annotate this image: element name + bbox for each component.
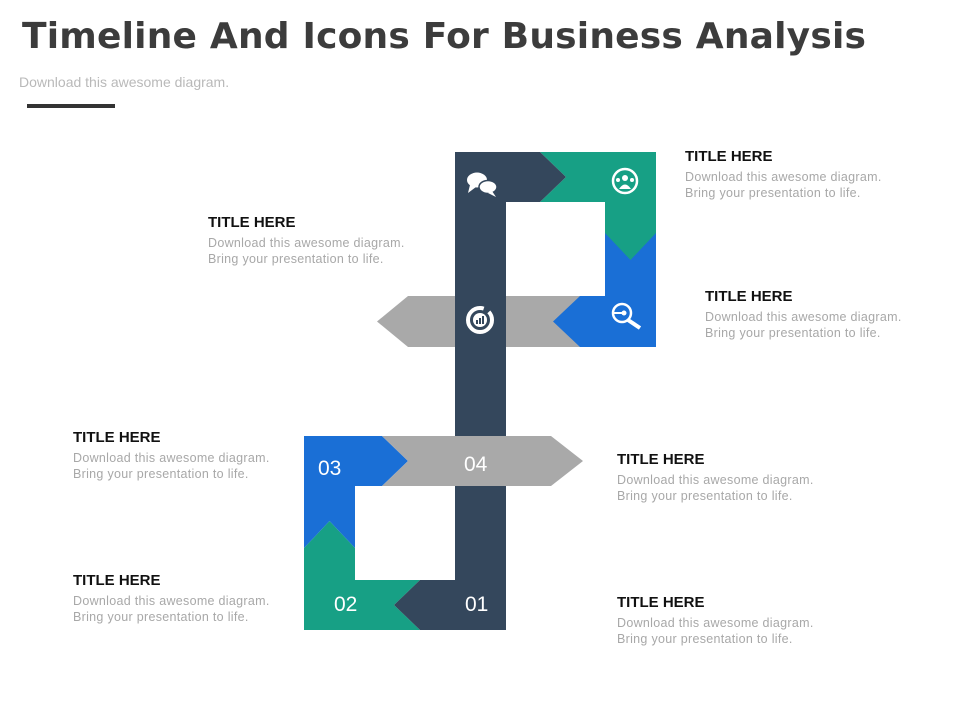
step-number-01: 01 xyxy=(465,593,488,616)
text-block-lower-right: TITLE HERE Download this awesome diagram… xyxy=(617,451,857,504)
block-line-2: Bring your presentation to life. xyxy=(617,489,793,503)
block-line-2: Bring your presentation to life. xyxy=(685,186,861,200)
block-line-1: Download this awesome diagram. xyxy=(617,473,814,487)
teal-arrow-upper xyxy=(540,152,656,260)
block-title: TITLE HERE xyxy=(685,148,773,165)
block-line-1: Download this awesome diagram. xyxy=(73,594,270,608)
block-line-2: Bring your presentation to life. xyxy=(208,252,384,266)
step-number-04: 04 xyxy=(464,453,488,476)
key-search-icon xyxy=(611,302,642,330)
text-block-bottom-left: TITLE HERE Download this awesome diagram… xyxy=(73,572,313,625)
block-line-1: Download this awesome diagram. xyxy=(73,451,270,465)
block-title: TITLE HERE xyxy=(73,429,161,446)
block-line-2: Bring your presentation to life. xyxy=(73,467,249,481)
blue-arrow-upper xyxy=(553,233,656,347)
text-block-top-right: TITLE HERE Download this awesome diagram… xyxy=(685,148,925,201)
block-title: TITLE HERE xyxy=(617,594,705,611)
page-title: Timeline And Icons For Business Analysis xyxy=(22,16,867,57)
block-title: TITLE HERE xyxy=(208,214,296,231)
block-line-1: Download this awesome diagram. xyxy=(208,236,405,250)
block-line-2: Bring your presentation to life. xyxy=(705,326,881,340)
title-underline xyxy=(27,104,115,108)
block-line-2: Bring your presentation to life. xyxy=(617,632,793,646)
gray-arrow-right xyxy=(382,436,583,486)
block-title: TITLE HERE xyxy=(705,288,793,305)
text-block-middle-right: TITLE HERE Download this awesome diagram… xyxy=(705,288,945,341)
chart-circle-icon xyxy=(466,306,494,334)
text-block-middle-left: TITLE HERE Download this awesome diagram… xyxy=(73,429,313,482)
step-number-02: 02 xyxy=(334,593,357,616)
block-line-1: Download this awesome diagram. xyxy=(617,616,814,630)
blue-arrow-lower xyxy=(304,436,408,548)
block-line-1: Download this awesome diagram. xyxy=(685,170,882,184)
page-subtitle: Download this awesome diagram. xyxy=(19,74,230,90)
step-number-03: 03 xyxy=(318,457,341,480)
block-line-2: Bring your presentation to life. xyxy=(73,610,249,624)
people-cycle-icon xyxy=(611,167,639,195)
text-block-bottom-right: TITLE HERE Download this awesome diagram… xyxy=(617,594,857,647)
text-block-upper-left: TITLE HERE Download this awesome diagram… xyxy=(208,214,448,267)
navy-timeline-bar xyxy=(394,152,566,630)
chat-bubbles-icon xyxy=(467,172,498,197)
teal-arrow-lower xyxy=(304,521,420,630)
block-title: TITLE HERE xyxy=(73,572,161,589)
block-line-1: Download this awesome diagram. xyxy=(705,310,902,324)
block-title: TITLE HERE xyxy=(617,451,705,468)
